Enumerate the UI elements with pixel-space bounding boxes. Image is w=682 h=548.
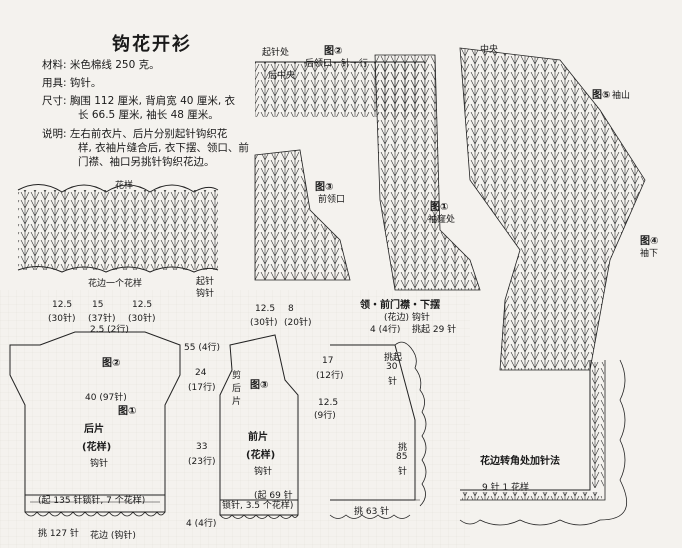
diagram-3-label: 图③ xyxy=(315,182,334,193)
back-dim: (37针) xyxy=(88,314,116,324)
diagram-4-label: 图④ xyxy=(640,236,659,247)
corner-chart xyxy=(459,359,628,526)
front-edge-rows: 4 (4行) xyxy=(186,519,217,529)
collar-pick3: 挑 63 针 xyxy=(354,507,390,517)
collar-pick1c: 针 xyxy=(388,377,398,387)
back-dim: (30针) xyxy=(48,314,76,324)
front-cast-on: (起 69 针 xyxy=(254,491,293,501)
back-dim: 15 xyxy=(92,300,104,310)
diagram-2-label: 图② xyxy=(324,46,343,57)
corner-sub: 9 针 1 花样 xyxy=(482,483,530,493)
spec-line: 门襟、袖口另挑针钩织花边。 xyxy=(78,156,215,168)
stitch-swatch xyxy=(17,184,219,273)
diagram-1-sub: 袖窿处 xyxy=(428,215,456,225)
spec-line: 用具: 钩针。 xyxy=(42,77,102,89)
back-pattern: (花样) xyxy=(82,442,112,453)
front-h3: 33 xyxy=(196,442,208,452)
front-dim: (20针) xyxy=(284,318,312,328)
front-neck-chart xyxy=(254,149,351,281)
swatch-bottom-note: 花边一个花样 xyxy=(88,279,143,289)
front-tool: 钩针 xyxy=(254,467,273,477)
collar-rows: 4 (4行) xyxy=(370,325,401,335)
back-fig2: 图② xyxy=(102,358,121,369)
back-dim: (30针) xyxy=(128,314,156,324)
back-tool: 钩针 xyxy=(90,459,109,469)
back-rows: 2.5 (2行) xyxy=(90,325,129,335)
front-fig3: 图③ xyxy=(250,380,269,391)
collar-r2b: (9行) xyxy=(314,411,336,421)
spec-line: 长 66.5 厘米, 袖长 48 厘米。 xyxy=(78,109,219,121)
diagram-1-label: 图① xyxy=(430,202,449,213)
back-dim: 12.5 xyxy=(52,300,73,310)
swatch-right-note: 钩针 xyxy=(196,289,215,299)
corner-title: 花边转角处加针法 xyxy=(480,456,560,467)
collar-title: 领・前门襟・下摆 xyxy=(360,300,440,311)
diagram-5-label: 图⑤ xyxy=(592,90,611,101)
collar-pick2: 挑 xyxy=(398,443,408,453)
front-piece-outline xyxy=(219,334,299,519)
back-bottom: 挑 127 针 xyxy=(38,529,79,539)
spec-line: 样, 衣袖片缝合后, 衣下摆、领口、前 xyxy=(78,142,249,154)
collar-r1b: (12行) xyxy=(316,371,344,381)
collar-start: 挑起 29 针 xyxy=(412,325,457,335)
collar-pick2b: 85 xyxy=(396,452,408,462)
collar-pick1: 挑起 xyxy=(384,353,403,363)
diagram-1-center: 中央 xyxy=(480,45,499,55)
front-cast-on-2: 锁针, 3.5 个花样) xyxy=(222,501,294,511)
front-h1: 55 (4行) xyxy=(184,343,221,353)
diagram-2-sub: 后领口一针一行 xyxy=(305,59,369,69)
spec-line: 尺寸: 胸围 112 厘米, 背肩宽 40 厘米, 衣 xyxy=(42,95,235,107)
front-dim: 8 xyxy=(288,304,294,314)
back-dim: 12.5 xyxy=(132,300,153,310)
front-h2: 24 xyxy=(195,368,207,378)
diagram-2-start: 起针处 xyxy=(262,48,290,58)
back-cast-on: (起 135 针锁针, 7 个花样) xyxy=(38,496,146,506)
front-pattern: (花样) xyxy=(246,450,276,461)
swatch-right-note: 起针 xyxy=(196,277,215,287)
back-fig1: 图① xyxy=(118,406,137,417)
front-h3b: (23行) xyxy=(188,457,216,467)
collar-band-outline xyxy=(329,341,427,519)
armhole-chart xyxy=(374,54,481,291)
diagram-3-sub: 前领口 xyxy=(318,195,346,205)
diagram-4-sub: 袖下 xyxy=(640,249,659,259)
front-dim: 12.5 xyxy=(255,304,276,314)
front-h2b: (17行) xyxy=(188,383,216,393)
front-name: 前片 xyxy=(248,432,268,443)
collar-sub: (花边) 钩针 xyxy=(384,313,430,323)
front-side: 剪后片 xyxy=(232,371,242,407)
back-name: 后片 xyxy=(84,424,104,435)
collar-r2: 12.5 xyxy=(318,398,339,408)
back-width: 40 (97针) xyxy=(85,393,127,403)
swatch-label: 花样 xyxy=(115,181,134,191)
front-dim: (30针) xyxy=(250,318,278,328)
collar-r1: 17 xyxy=(322,356,334,366)
diagram-5-sub: 袖山 xyxy=(612,91,631,101)
diagram-2-center: 后中央 xyxy=(268,71,296,81)
collar-pick1b: 30 xyxy=(386,362,398,372)
back-edge: 花边 (钩针) xyxy=(90,531,136,541)
spec-line: 说明: 左右前衣片、后片分别起针钩织花 xyxy=(42,128,228,140)
back-piece-outline xyxy=(9,331,181,517)
collar-pick2c: 针 xyxy=(398,467,408,477)
spec-line: 材料: 米色棉线 250 克。 xyxy=(42,59,160,71)
pattern-title: 钩花开衫 xyxy=(112,34,192,55)
